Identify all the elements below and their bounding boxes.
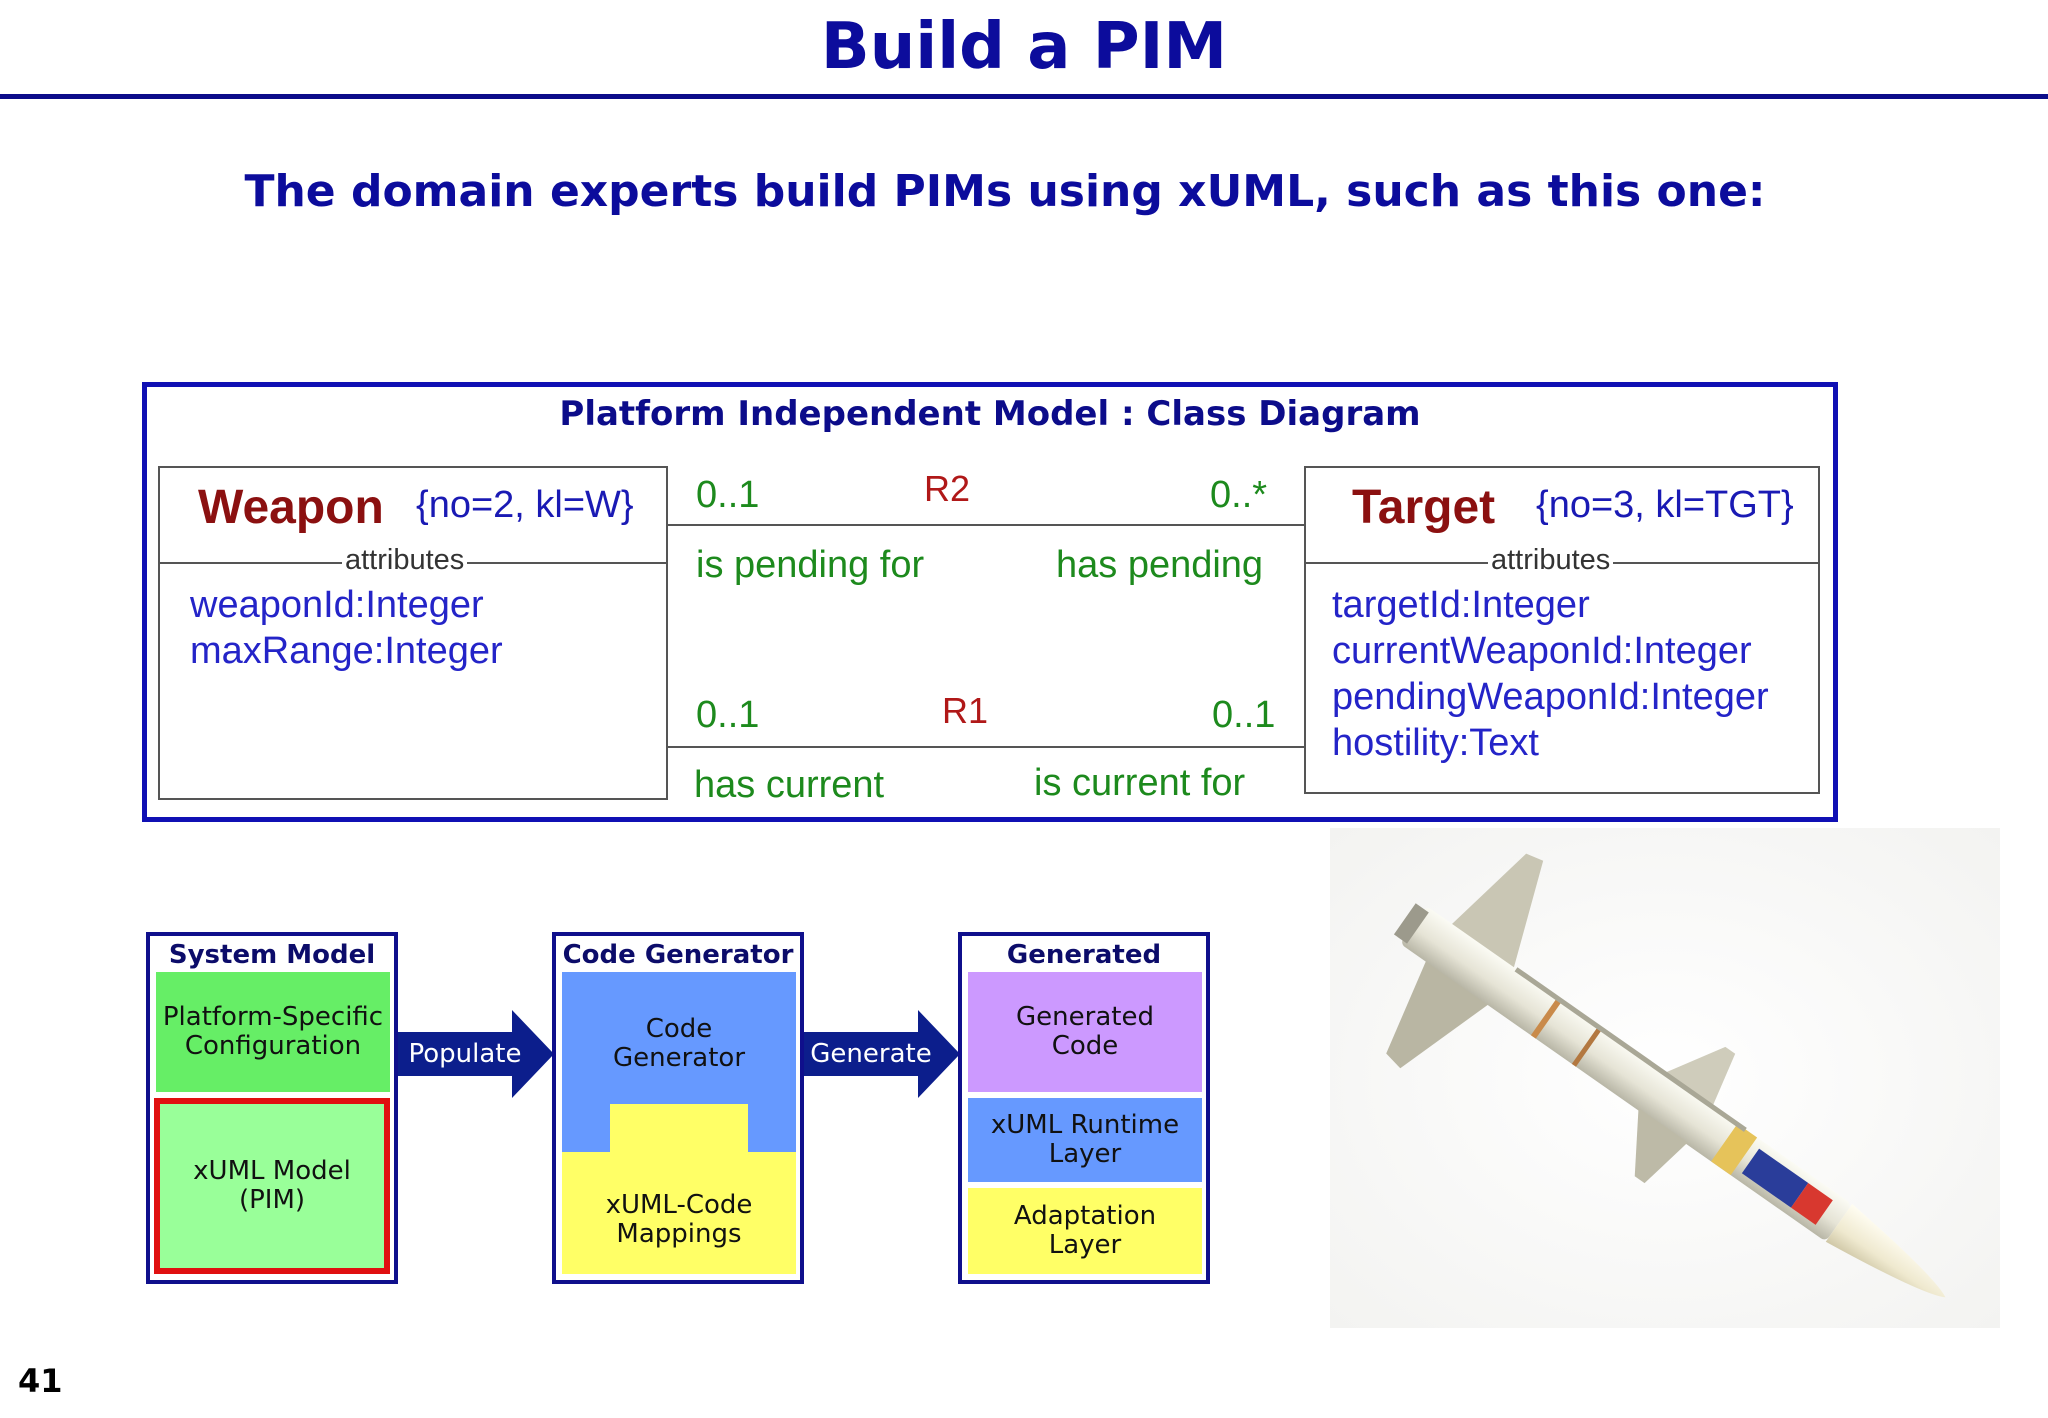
target-attribute: pendingWeaponId:Integer xyxy=(1332,676,1769,718)
code-generator-title: Code Generator xyxy=(562,940,794,970)
weapon-attribute: maxRange:Integer xyxy=(190,630,503,672)
r2-left-role: is pending for xyxy=(696,544,925,586)
target-attributes-label: attributes xyxy=(1488,544,1614,577)
r1-left-multiplicity: 0..1 xyxy=(696,694,760,736)
system-model-title: System Model xyxy=(168,940,376,970)
adaptation-layer-block: Adaptation Layer xyxy=(968,1188,1202,1274)
generated-code-block: Generated Code xyxy=(968,972,1202,1092)
xuml-code-mappings-block: xUML-Code Mappings xyxy=(605,1190,753,1249)
target-class-box xyxy=(1304,466,1820,794)
weapon-attribute: weaponId:Integer xyxy=(190,584,484,626)
weapon-class-meta: {no=2, kl=W} xyxy=(416,484,634,526)
target-attribute: hostility:Text xyxy=(1332,722,1539,764)
weapon-class-name: Weapon xyxy=(198,481,384,534)
r1-left-role: has current xyxy=(694,764,885,806)
weapon-class-box xyxy=(158,466,668,800)
r1-association-line xyxy=(668,746,1304,748)
target-attribute: currentWeaponId:Integer xyxy=(1332,630,1752,672)
r1-label: R1 xyxy=(942,690,989,731)
code-generator-blocks xyxy=(562,972,796,1274)
populate-label: Populate xyxy=(408,1039,522,1069)
header-divider xyxy=(0,94,2048,99)
code-generator-block: Code Generator xyxy=(612,1014,746,1073)
weapon-attributes-label: attributes xyxy=(342,544,468,577)
page-number: 41 xyxy=(18,1362,63,1400)
generate-arrow xyxy=(804,1010,960,1098)
class-diagram-title: Platform Independent Model : Class Diagr… xyxy=(559,394,1421,434)
r1-right-role: is current for xyxy=(1034,762,1246,804)
r2-association-line xyxy=(668,524,1304,526)
platform-config-block: Platform-Specific Configuration xyxy=(156,972,390,1092)
r1-right-multiplicity: 0..1 xyxy=(1212,694,1276,736)
xuml-runtime-layer-block: xUML Runtime Layer xyxy=(968,1098,1202,1182)
r2-left-multiplicity: 0..1 xyxy=(696,474,760,516)
slide-subtitle: The domain experts build PIMs using xUML… xyxy=(244,166,1766,217)
r2-right-multiplicity: 0..* xyxy=(1210,474,1268,516)
target-class-name: Target xyxy=(1352,481,1496,534)
r2-right-role: has pending xyxy=(1056,544,1264,586)
xuml-model-block: xUML Model (PIM) xyxy=(154,1098,390,1274)
generate-label: Generate xyxy=(810,1039,932,1069)
missile-image xyxy=(1330,828,2000,1328)
target-class-meta: {no=3, kl=TGT} xyxy=(1536,484,1794,526)
slide-title: Build a PIM xyxy=(820,10,1228,84)
r2-label: R2 xyxy=(924,468,971,509)
target-attribute: targetId:Integer xyxy=(1332,584,1590,626)
populate-arrow xyxy=(398,1010,554,1098)
